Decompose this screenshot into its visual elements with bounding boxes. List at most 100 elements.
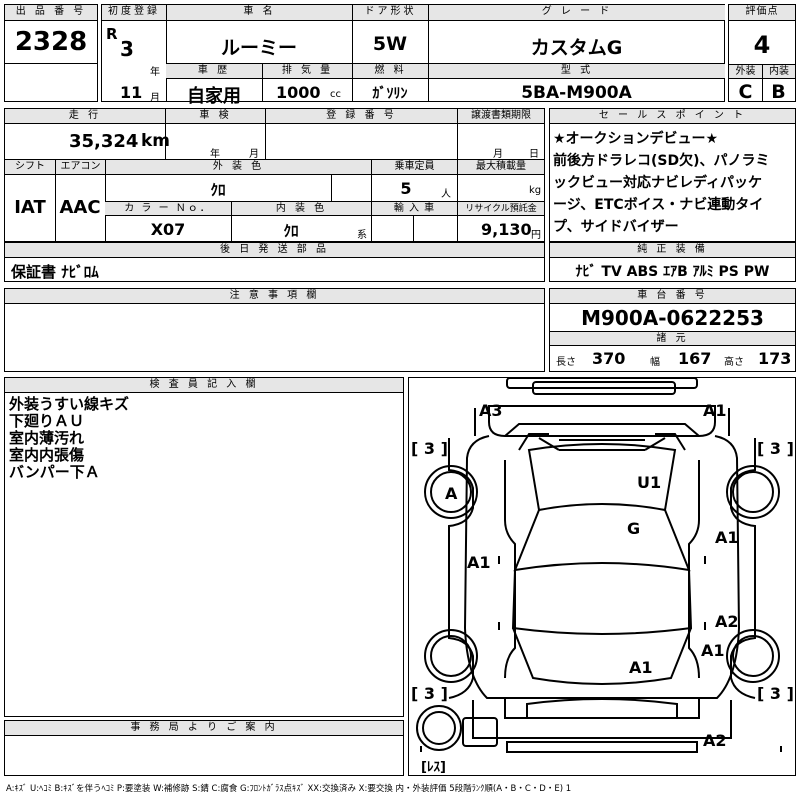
recycle-unit: 円 [531,230,541,241]
fuel-value: ｶﾞｿﾘﾝ [372,86,408,102]
history-label: 車 歴 [166,64,262,79]
legend: A:ｷｽﾞ U:ﾍｺﾐ B:ｷｽﾞを伴うﾍｺﾐ P:要塗装 W:補修跡 S:錆 … [6,784,572,794]
int-color-value: ｸﾛ [283,222,299,240]
max-load-unit: kg [529,185,542,196]
equipment-box: 純 正 装 備 ﾅﾋﾞ TV ABS ｴｱB ｱﾙﾐ PS PW [549,242,796,282]
equipment-label: 純 正 装 備 [550,243,795,258]
spec-width-value: 167 [678,349,712,368]
score-value: 4 [753,31,771,59]
damage-mark: A [445,484,458,503]
tire-mark: [ 3 ] [757,439,794,458]
model-value: 5BA-M900A [521,83,632,103]
spec-height-label: 高さ [724,357,744,368]
shift-label: シフト [5,160,55,175]
color-no-value: X07 [150,220,186,239]
spec-length-value: 370 [592,349,626,368]
ext-color-label: 外 装 色 [105,160,371,175]
inspection-month-unit: 月 [249,149,259,160]
sales-point-label: セ ー ル ス ポ イ ン ト [550,109,795,124]
first-reg-month-unit: 月 [150,93,160,104]
score-box: 評価点 4 外装 内装 C B [728,4,796,103]
int-color-unit: 系 [357,230,367,241]
score-label: 評価点 [729,5,795,21]
max-load-label: 最大積載量 [457,160,544,175]
displacement-label: 排 気 量 [262,64,352,79]
recycle-value: 9,130 [481,220,532,239]
notes-label: 注 意 事 項 欄 [5,289,544,304]
inspector-note-line: 外装うすい線キズ [9,395,130,413]
spare-tire-mark: [ﾚｽ] [421,760,446,775]
chassis-box: 車 台 番 号 M900A-0622253 諸 元 長さ 370 幅 167 高… [549,288,796,372]
damage-mark: G [627,519,641,538]
fuel-label: 燃 料 [352,64,428,79]
sales-point-text: ★オークションデビュー★ 前後方ドラレコ(SD欠)、パノラミ ックビュー対応ナビ… [553,128,795,238]
inspection-year-unit: 年 [210,149,220,160]
inspector-note-line: バンパー下Ａ [9,463,100,481]
damage-diagram: A3 A1 U1 A G A1 A1 A2 A1 A1 A2 [ 3 ] [ 3… [408,377,796,776]
car-outline-svg [416,378,782,753]
first-reg-year: 3 [120,37,134,61]
sales-point-line: ックビュー対応ナビレディパッケ [553,175,763,191]
capacity-label: 乗車定員 [371,160,457,175]
damage-mark: A1 [701,641,725,660]
shift-value: IAT [14,197,46,218]
first-reg-era: R [106,25,118,43]
model-label: 型 式 [428,64,725,79]
transfer-month-unit: 月 [493,149,503,160]
chassis-label: 車 台 番 号 [550,289,795,304]
damage-mark: U1 [637,473,662,492]
inspector-label: 検 査 員 記 入 欄 [5,378,403,393]
specs-label: 諸 元 [550,332,795,346]
first-reg-label: 初度登録 [102,5,166,21]
sales-point-line: 前後方ドラレコ(SD欠)、パノラミ [553,153,770,169]
lot-number-value: 2328 [14,27,88,57]
spec-width-label: 幅 [650,357,660,368]
damage-mark: A2 [715,612,739,631]
grade-value: カスタムG [530,37,623,59]
later-parts-value: 保証書 ﾅﾋﾞﾛﾑ [11,263,99,281]
mileage-label: 走 行 [5,109,165,124]
notes-box: 注 意 事 項 欄 [4,288,545,372]
capacity-unit: 人 [441,189,451,200]
grade-label: グ レ ー ド [428,5,725,21]
color-no-label: カ ラ ー Ｎｏ． [105,202,231,216]
lot-number-label: 出 品 番 号 [5,5,97,21]
office-label: 事 務 局 よ り ご 案 内 [5,721,403,736]
inspection-label: 車 検 [165,109,265,124]
tire-mark: [ 3 ] [757,684,794,703]
car-name-label: 車 名 [166,5,352,21]
first-reg-month: 11 [120,83,143,102]
spec-height-value: 173 [758,349,792,368]
damage-mark: A1 [467,553,491,572]
damage-mark: A2 [703,731,727,750]
reg-no-label: 登 録 番 号 [265,109,457,124]
inspector-note-line: 下廻りＡＵ [9,412,85,430]
later-parts-label: 後 日 発 送 部 品 [5,243,544,258]
car-name-value: ルーミー [220,37,297,59]
vehicle-info-box: 初度登録 車 名 ドア形状 グ レ ー ド R 3 年 11 月 ルーミー 5W… [101,4,725,107]
details-box: 走 行 車 検 登 録 番 号 譲渡書類期限 35,324 km 年 月 月 日… [4,108,545,242]
chassis-value: M900A-0622253 [581,306,764,330]
import-label: 輸 入 車 [371,202,457,216]
displacement-value: 1000 [276,83,321,102]
damage-mark: A3 [479,401,503,420]
transfer-label: 譲渡書類期限 [457,109,544,124]
door-value: 5W [372,33,408,55]
damage-mark: A1 [715,528,739,547]
first-reg-year-unit: 年 [150,67,160,78]
sales-point-line: ★オークションデビュー★ [553,131,719,147]
sales-point-box: セ ー ル ス ポ イ ン ト ★オークションデビュー★ 前後方ドラレコ(SD欠… [549,108,796,242]
lot-number-box: 出 品 番 号 2328 [4,4,98,102]
ext-grade-label: 外装 [729,64,762,79]
history-value: 自家用 [187,86,241,107]
recycle-label: リサイクル預託金 [457,202,544,216]
spec-length-label: 長さ [556,357,576,368]
sales-point-line: ージ、ETCボイス・ナビ連動タイ [553,197,764,213]
door-label: ドア形状 [352,5,428,21]
int-color-label: 内 装 色 [231,202,371,216]
displacement-unit: cc [330,89,341,100]
ext-color-value: ｸﾛ [210,181,226,199]
mileage-value: 35,324 [69,131,139,152]
aircon-value: AAC [59,197,101,218]
damage-mark: A1 [629,658,653,677]
